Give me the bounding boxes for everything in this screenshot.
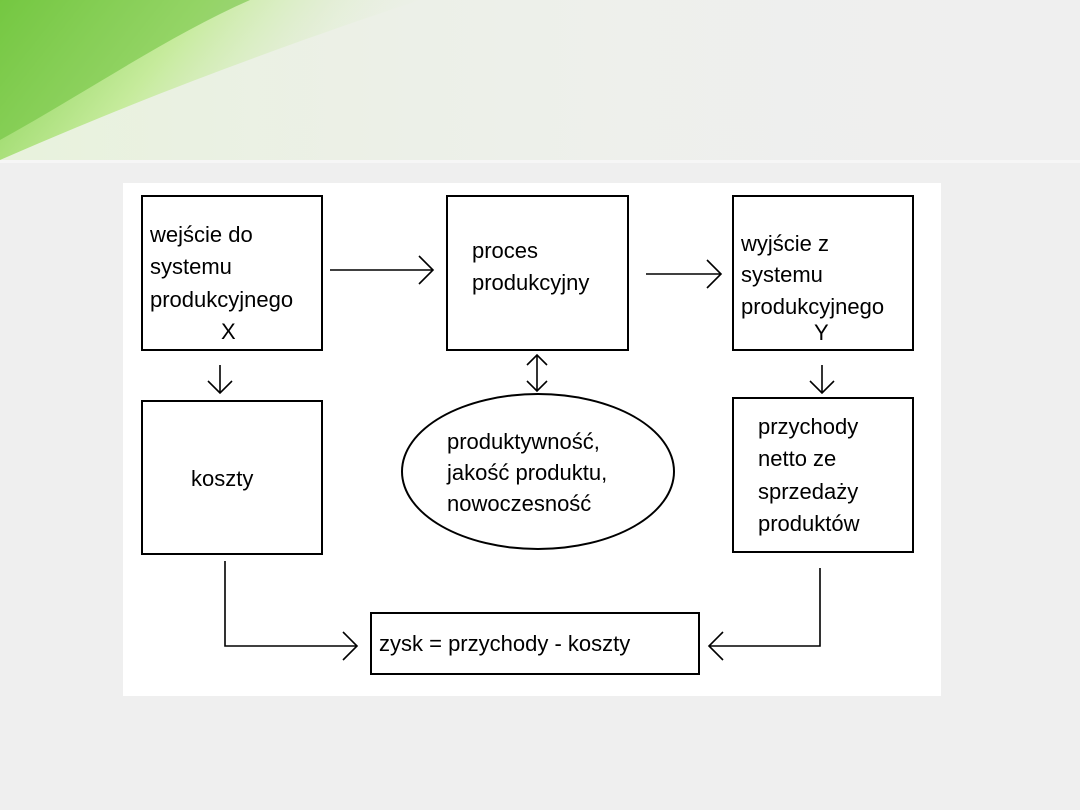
quality-ellipse: produktywność, jakość produktu, nowoczes…	[401, 393, 675, 550]
costs-box-label: koszty	[191, 466, 254, 491]
costs-box: koszty	[141, 400, 323, 555]
input-box-line-1: wejście do	[150, 222, 253, 247]
revenue-box-line-1: przychody	[758, 414, 859, 439]
process-box: proces produkcyjny	[446, 195, 629, 351]
output-box-line-3: produkcyjnego	[741, 294, 885, 319]
arrowhead-up-process	[526, 353, 548, 366]
arrowhead-revenue-to-profit	[707, 631, 724, 661]
revenue-box-line-3: sprzedaży	[758, 479, 859, 504]
output-box-line-1: wyjście z	[741, 231, 830, 256]
arrow-costs-to-profit	[224, 561, 357, 647]
output-box-line-4: Y	[814, 320, 829, 345]
output-box-line-2: systemu	[741, 262, 823, 287]
arrowhead-down-ellipse	[526, 380, 548, 393]
input-box-line-2: systemu	[150, 254, 232, 279]
diagram-connectors	[207, 255, 835, 661]
arrowhead-output-to-revenue	[809, 380, 835, 395]
background-swoosh	[0, 0, 1080, 163]
output-box: wyjście z systemu produkcyjnego Y	[732, 195, 914, 351]
quality-ellipse-line-1: produktywność,	[447, 429, 600, 454]
arrow-revenue-to-profit	[709, 568, 821, 647]
process-box-line-2: produkcyjny	[472, 270, 590, 295]
diagram-panel: wejście do systemu produkcyjnego X proce…	[123, 183, 941, 696]
input-box-line-3: produkcyjnego	[150, 287, 294, 312]
revenue-box-line-2: netto ze	[758, 446, 837, 471]
process-box-line-1: proces	[472, 238, 539, 263]
input-box: wejście do systemu produkcyjnego X	[141, 195, 323, 351]
arrowhead-costs-to-profit	[342, 631, 359, 661]
input-box-line-4: X	[221, 319, 236, 344]
quality-ellipse-line-3: nowoczesność	[447, 491, 592, 516]
profit-box: zysk = przychody - koszty	[370, 612, 700, 675]
quality-ellipse-line-2: jakość produktu,	[447, 460, 608, 485]
arrowhead-input-to-costs	[207, 380, 233, 395]
arrowhead-process-to-output	[706, 259, 723, 289]
revenue-box: przychody netto ze sprzedaży produktów	[732, 397, 914, 553]
arrowhead-input-to-process	[418, 255, 435, 285]
profit-box-label: zysk = przychody - koszty	[379, 631, 631, 656]
revenue-box-line-4: produktów	[758, 511, 860, 536]
